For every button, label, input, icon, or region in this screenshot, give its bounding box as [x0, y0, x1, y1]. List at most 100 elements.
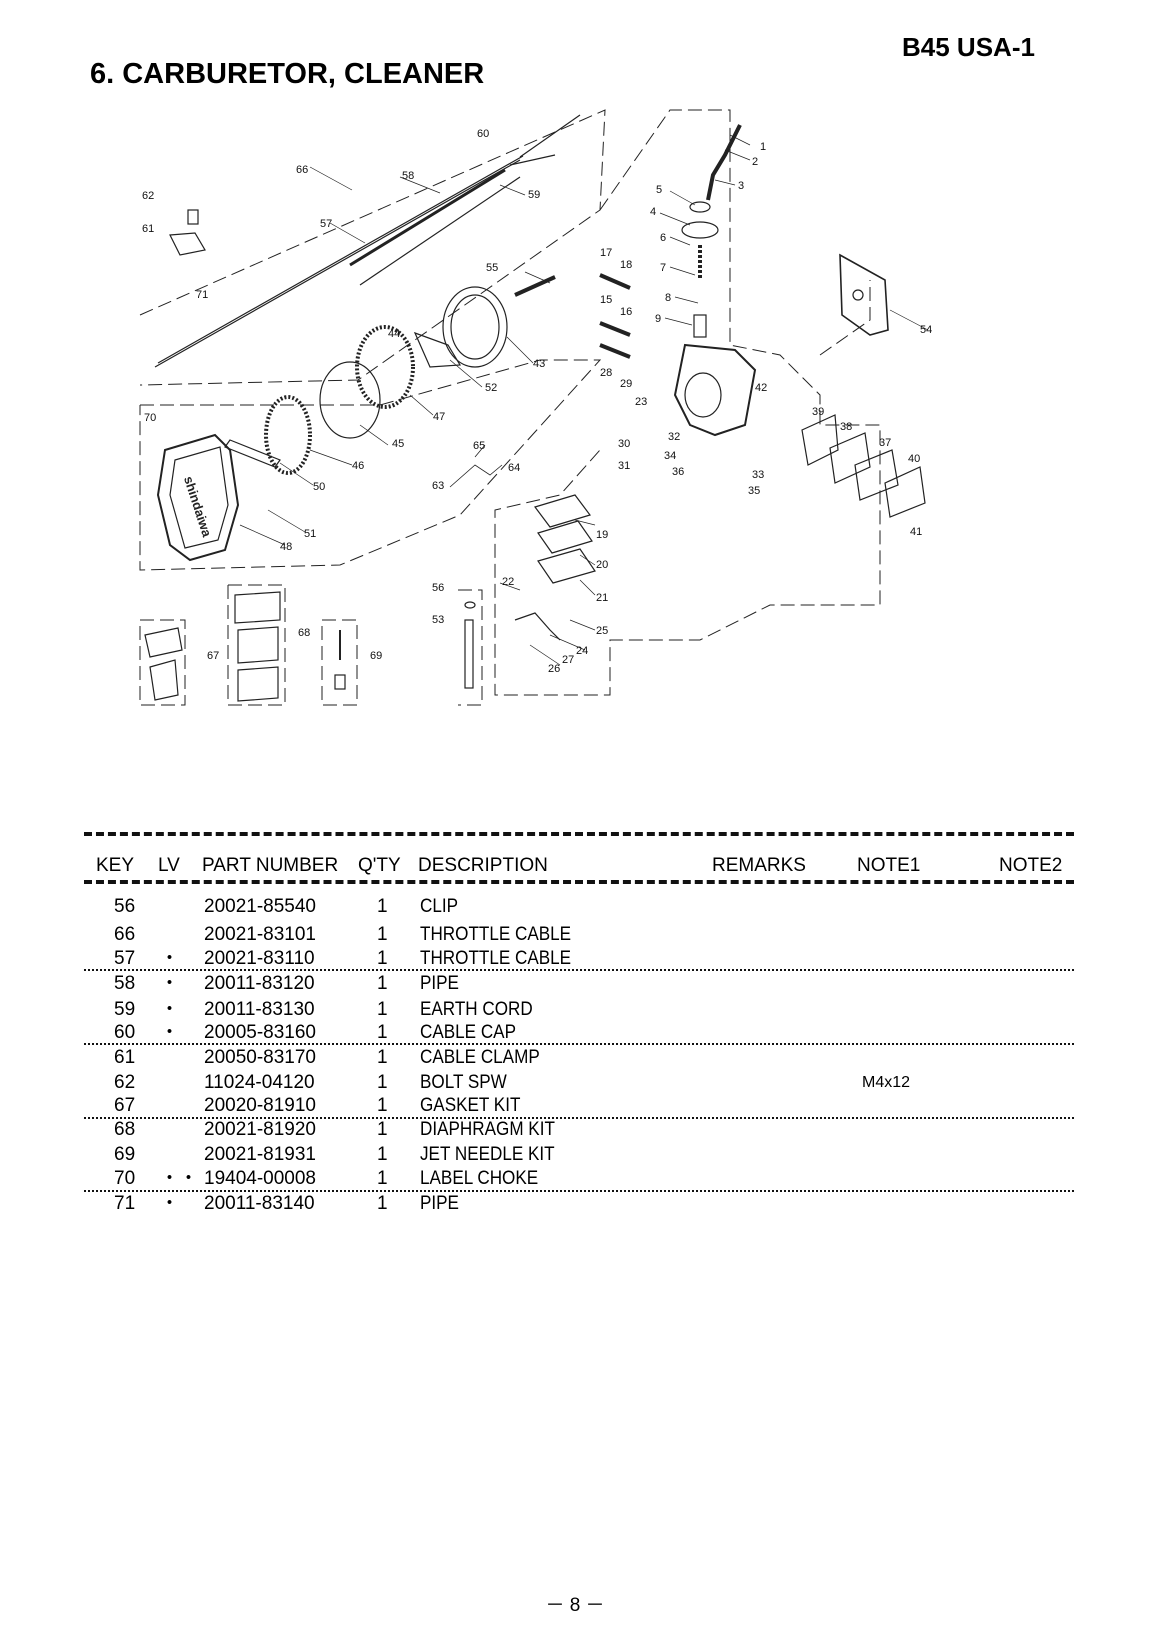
cell-part-number: 20050-83170 — [204, 1047, 316, 1068]
col-header-key: KEY — [96, 855, 135, 876]
cell-key: 70 — [114, 1168, 136, 1189]
col-header-qty: Q'TY — [358, 855, 401, 876]
cell-qty: 1 — [377, 948, 388, 969]
callout-63: 63 — [432, 480, 444, 492]
table-row: 69 20021-81931 1 JET NEEDLE KIT — [0, 1143, 1150, 1167]
cell-part-number: 20021-83110 — [204, 948, 315, 969]
callout-37: 37 — [879, 437, 891, 449]
callout-18: 18 — [620, 259, 632, 271]
cell-part-number: 20021-81920 — [204, 1119, 316, 1140]
cell-qty: 1 — [377, 924, 388, 945]
callout-4: 4 — [650, 206, 656, 218]
cell-key: 69 — [114, 1144, 136, 1165]
cell-description: CLIP — [420, 896, 459, 917]
callout-7: 7 — [660, 262, 666, 274]
callout-47: 47 — [433, 411, 445, 423]
table-row: 66 20021-83101 1 THROTTLE CABLE — [0, 923, 1150, 947]
callout-22: 22 — [502, 576, 514, 588]
page-number: － 8 － — [545, 1595, 605, 1616]
cell-description: JET NEEDLE KIT — [420, 1144, 555, 1165]
callout-8: 8 — [665, 292, 671, 304]
group-separator — [84, 1190, 1074, 1192]
callout-35: 35 — [748, 485, 760, 497]
cell-description: PIPE — [420, 973, 459, 994]
table-row: 68 20021-81920 1 DIAPHRAGM KIT — [0, 1118, 1150, 1142]
col-header-part-number: PART NUMBER — [202, 855, 339, 876]
cell-lv: ・ — [160, 999, 180, 1020]
cell-part-number: 19404-00008 — [204, 1168, 316, 1189]
table-header-rule — [84, 880, 1074, 884]
callout-67: 67 — [207, 650, 219, 662]
callout-43: 43 — [533, 358, 545, 370]
cell-lv: ・ — [160, 1193, 180, 1214]
cell-qty: 1 — [377, 1119, 388, 1140]
cell-part-number: 20021-81931 — [204, 1144, 316, 1165]
callout-50: 50 — [313, 481, 325, 493]
cell-lv: ・ — [160, 973, 180, 994]
cell-description: BOLT SPW — [420, 1072, 507, 1093]
table-row: 67 20020-81910 1 GASKET KIT — [0, 1094, 1150, 1118]
callout-41: 41 — [910, 526, 922, 538]
callout-31: 31 — [618, 460, 630, 472]
callout-57: 57 — [320, 218, 332, 230]
callout-40: 40 — [908, 453, 920, 465]
cell-key: 68 — [114, 1119, 136, 1140]
cell-lv: ・ — [160, 1022, 180, 1043]
cell-part-number: 20011-83140 — [204, 1193, 315, 1214]
table-row: 62 11024-04120 1 BOLT SPW M4x12 — [0, 1071, 1150, 1095]
callout-48: 48 — [280, 541, 292, 553]
table-row: 70 ・・ 19404-00008 1 LABEL CHOKE — [0, 1167, 1150, 1191]
cell-part-number: 20011-83120 — [204, 973, 315, 994]
col-header-description: DESCRIPTION — [418, 855, 548, 876]
callout-65: 65 — [473, 440, 485, 452]
callout-60: 60 — [477, 128, 489, 140]
callout-5: 5 — [656, 184, 662, 196]
callout-39: 39 — [812, 406, 824, 418]
cell-qty: 1 — [377, 1072, 388, 1093]
cell-key: 56 — [114, 896, 136, 917]
cell-description: CABLE CAP — [420, 1022, 516, 1043]
callout-44: 44 — [388, 328, 400, 340]
cell-lv: ・・ — [160, 1168, 199, 1189]
callout-28: 28 — [600, 367, 612, 379]
cell-part-number: 20005-83160 — [204, 1022, 316, 1043]
section-title: 6. CARBURETOR, CLEANER — [90, 58, 485, 90]
cell-qty: 1 — [377, 973, 388, 994]
callout-38: 38 — [840, 421, 852, 433]
cell-part-number: 20020-81910 — [204, 1095, 316, 1116]
cell-key: 58 — [114, 973, 136, 994]
cell-description: THROTTLE CABLE — [420, 924, 572, 945]
col-header-note2: NOTE2 — [999, 855, 1063, 876]
callout-52: 52 — [485, 382, 497, 394]
cell-qty: 1 — [377, 896, 388, 917]
col-header-remarks: REMARKS — [712, 855, 806, 876]
group-separator — [84, 1043, 1074, 1045]
cell-description: GASKET KIT — [420, 1095, 521, 1116]
callout-71: 71 — [196, 289, 208, 301]
callout-64: 64 — [508, 462, 520, 474]
brand-text: shindaiwa — [181, 474, 215, 539]
table-row: 59 ・ 20011-83130 1 EARTH CORD — [0, 998, 1150, 1022]
cell-description: THROTTLE CABLE — [420, 948, 572, 969]
callout-2: 2 — [752, 156, 758, 168]
cell-description: EARTH CORD — [420, 999, 533, 1020]
cell-key: 62 — [114, 1072, 136, 1093]
cell-part-number: 20021-85540 — [204, 896, 316, 917]
callout-33: 33 — [752, 469, 764, 481]
cell-qty: 1 — [377, 999, 388, 1020]
callout-23: 23 — [635, 396, 647, 408]
table-row: 58 ・ 20011-83120 1 PIPE — [0, 972, 1150, 996]
callout-51: 51 — [304, 528, 316, 540]
cell-key: 60 — [114, 1022, 136, 1043]
cell-key: 61 — [114, 1047, 136, 1068]
callout-62: 62 — [142, 190, 154, 202]
callout-6: 6 — [660, 232, 666, 244]
cell-part-number: 20011-83130 — [204, 999, 315, 1020]
callout-21: 21 — [596, 592, 608, 604]
callout-54: 54 — [920, 324, 932, 336]
callout-36: 36 — [672, 466, 684, 478]
callout-56: 56 — [432, 582, 444, 594]
callout-55: 55 — [486, 262, 498, 274]
cell-part-number: 20021-83101 — [204, 924, 316, 945]
cell-part-number: 11024-04120 — [204, 1072, 315, 1093]
